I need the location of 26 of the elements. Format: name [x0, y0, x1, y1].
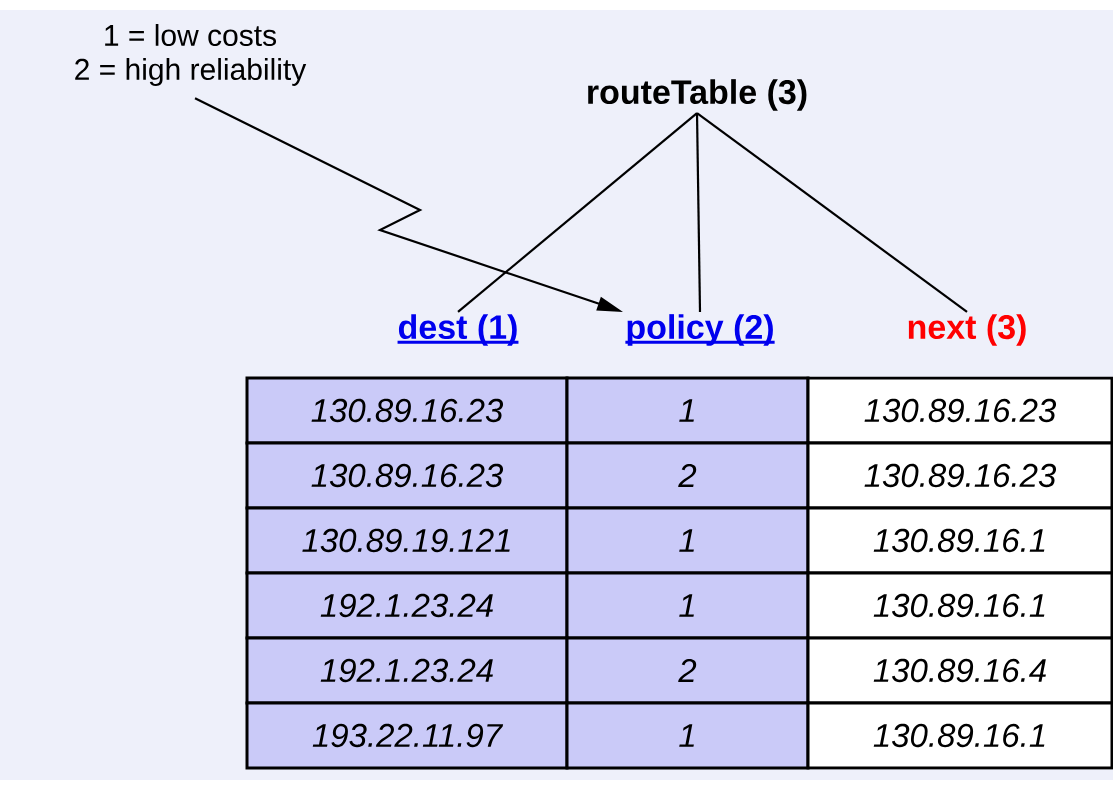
table-cell: 1 — [565, 506, 810, 575]
table-cell: 2 — [565, 636, 810, 705]
column-heading-link: policy (2) — [625, 314, 775, 346]
tree-line — [695, 113, 702, 312]
table-cell: 193.22.11.97 — [245, 701, 569, 770]
column-heading: next (3) — [908, 314, 1026, 346]
table-cell: 130.89.16.4 — [806, 636, 1113, 705]
table-cell: 1 — [565, 701, 810, 770]
table-cell: 130.89.16.23 — [806, 441, 1113, 510]
table-cell: 192.1.23.24 — [245, 571, 569, 640]
table-cell: 1 — [565, 571, 810, 640]
tree-line — [457, 112, 698, 313]
table-cell: 130.89.16.23 — [806, 376, 1113, 445]
column-heading-link: dest (1) — [397, 314, 519, 346]
table-cell: 130.89.16.1 — [806, 571, 1113, 640]
table-cell: 130.89.16.23 — [245, 376, 569, 445]
table-cell: 130.89.19.121 — [245, 506, 569, 575]
table-cell: 130.89.16.23 — [245, 441, 569, 510]
table-cell: 192.1.23.24 — [245, 636, 569, 705]
tree-line — [696, 112, 968, 313]
table-cell: 2 — [565, 441, 810, 510]
table-cell: 130.89.16.1 — [806, 701, 1113, 770]
tree-root-label: routeTable (3) — [588, 79, 807, 111]
table-cell: 1 — [565, 376, 810, 445]
legend-note: 1 = low costs 2 = high reliability — [75, 24, 307, 86]
table-cell: 130.89.16.1 — [806, 506, 1113, 575]
